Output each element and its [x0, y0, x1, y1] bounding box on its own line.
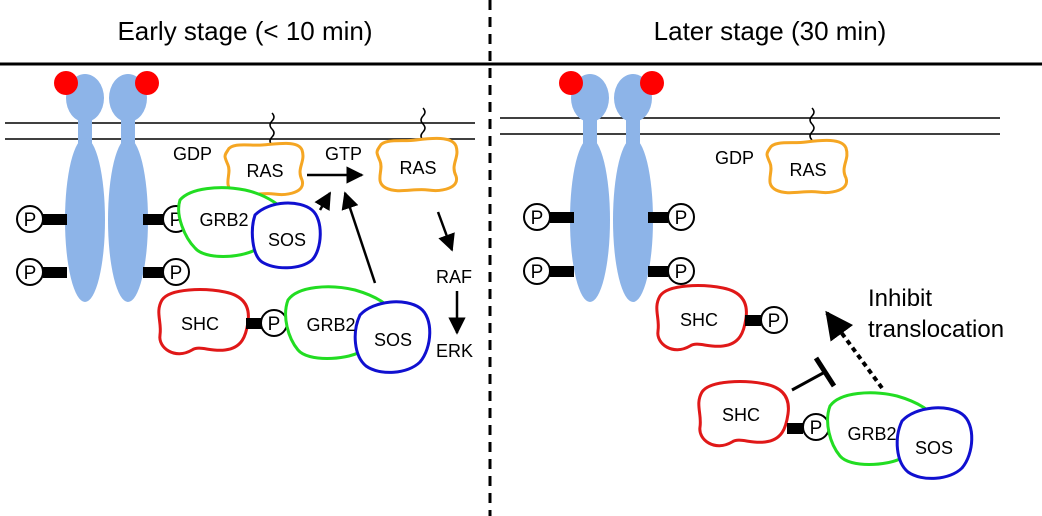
ras-gdp-label: RAS	[246, 161, 283, 181]
shc-phospho-linker	[246, 318, 262, 329]
ras-anchor-tail	[269, 112, 275, 146]
shc-protein	[157, 288, 250, 356]
gdp-label: GDP	[715, 148, 754, 168]
inhibition-bar	[813, 356, 837, 388]
receptor-dimer	[559, 71, 664, 302]
left-panel-title: Early stage (< 10 min)	[117, 16, 372, 46]
recruit-arrow-short	[314, 191, 332, 212]
sos-label: SOS	[374, 330, 412, 350]
phospho-site: P	[760, 306, 788, 334]
shc-label: SHC	[722, 405, 760, 425]
left-panel: P P P P GDP RAS GTP RAS	[5, 71, 475, 374]
svg-text:P: P	[768, 311, 781, 332]
gdp-label: GDP	[173, 144, 212, 164]
sos-protein	[353, 300, 432, 374]
receptor-left	[65, 74, 105, 302]
ras-gdp-label: RAS	[789, 160, 826, 180]
erk-label: ERK	[436, 341, 473, 361]
shc-phospho-linker	[787, 423, 803, 434]
svg-text:P: P	[24, 210, 37, 231]
sos-protein	[895, 406, 974, 480]
ras-gtp-protein	[375, 136, 459, 193]
grb2-label: GRB2	[847, 424, 896, 444]
sos-label: SOS	[268, 230, 306, 250]
svg-text:P: P	[531, 262, 544, 283]
ras-gtp-label: RAS	[399, 158, 436, 178]
ras-gdp-protein	[223, 141, 305, 197]
phospho-site: P	[648, 257, 695, 285]
svg-text:P: P	[170, 263, 183, 284]
right-panel-title: Later stage (30 min)	[654, 16, 887, 46]
shc-phospho-linker	[745, 315, 761, 326]
ras-gdp-protein	[765, 138, 849, 195]
ligand-left	[54, 71, 78, 95]
shc-protein	[655, 284, 748, 352]
phospho-site: P	[16, 205, 67, 233]
receptor-right	[108, 74, 148, 302]
phospho-site: P	[16, 258, 67, 286]
sos-label: SOS	[915, 438, 953, 458]
grb2-label: GRB2	[306, 315, 355, 335]
phospho-site: P	[523, 257, 574, 285]
gtp-label: GTP	[325, 144, 362, 164]
receptor-right	[613, 74, 653, 302]
shc-protein	[697, 380, 790, 448]
phospho-site: P	[143, 258, 190, 286]
raf-label: RAF	[436, 267, 472, 287]
inhibition-line	[791, 370, 826, 392]
svg-text:P: P	[531, 208, 544, 229]
phospho-site: P	[802, 413, 830, 441]
right-panel: P P P P GDP RAS SHC P	[500, 71, 1004, 480]
grb2-label: GRB2	[199, 210, 248, 230]
svg-text:P: P	[24, 263, 37, 284]
svg-text:P: P	[810, 418, 823, 439]
shc-label: SHC	[181, 314, 219, 334]
inhibit-label-line2: translocation	[868, 316, 1004, 343]
inhibit-label-line1: Inhibit	[868, 285, 932, 312]
receptor-left	[570, 74, 610, 302]
phospho-site: P	[260, 309, 288, 337]
ligand-right	[135, 71, 159, 95]
phospho-site: P	[523, 203, 574, 231]
ligand-left	[559, 71, 583, 95]
translocation-dotted-arrow	[825, 310, 884, 390]
sos-protein	[250, 201, 322, 270]
ras-anchor-tail	[809, 107, 815, 141]
receptor-dimer	[54, 71, 159, 302]
svg-text:P: P	[675, 262, 688, 283]
ras-to-raf-arrow	[436, 211, 455, 252]
svg-text:P: P	[268, 314, 281, 335]
svg-text:P: P	[675, 208, 688, 229]
ras-anchor-tail	[420, 107, 426, 141]
recruit-arrow-long	[341, 191, 377, 284]
phospho-site: P	[648, 203, 695, 231]
ligand-right	[640, 71, 664, 95]
shc-label: SHC	[680, 310, 718, 330]
